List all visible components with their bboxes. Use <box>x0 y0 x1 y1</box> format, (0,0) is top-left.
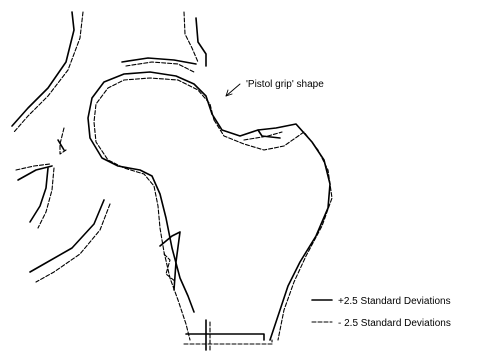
legend-solid-label: +2.5 Standard Deviations <box>338 296 451 307</box>
shaft-bottom-dashed <box>184 340 272 344</box>
shaft-cut-lines <box>184 320 272 350</box>
acetabulum-notch-dashed <box>60 128 66 154</box>
legend-dashed-label: - 2.5 Standard Deviations <box>338 318 451 329</box>
acetabulum-rim-solid <box>12 12 74 126</box>
greater-trochanter-dashed <box>214 120 332 340</box>
femur-outline-dashed <box>94 78 214 340</box>
legend: +2.5 Standard Deviations - 2.5 Standard … <box>312 296 451 329</box>
upper-contours <box>122 12 206 72</box>
upper-arc-dashed <box>126 62 194 72</box>
upper-arc-solid <box>122 58 196 64</box>
acetabulum-rim-dashed <box>14 12 83 132</box>
pistol-grip-annotation: 'Pistol grip' shape <box>226 79 324 96</box>
greater-trochanter-solid <box>212 114 330 340</box>
acetabulum-contours <box>12 12 83 154</box>
pelvic-line-c-solid <box>30 200 104 272</box>
pelvic-line-b-solid <box>30 168 48 222</box>
pelvic-line-c-dashed <box>36 204 110 282</box>
shaft-bottom-solid <box>186 334 264 340</box>
left-pelvic-contours <box>16 164 110 282</box>
upper-right-solid <box>196 18 206 66</box>
pelvic-line-b-dashed <box>38 168 54 228</box>
femur-outline-solid <box>88 72 212 312</box>
annotation-label: 'Pistol grip' shape <box>246 79 324 90</box>
